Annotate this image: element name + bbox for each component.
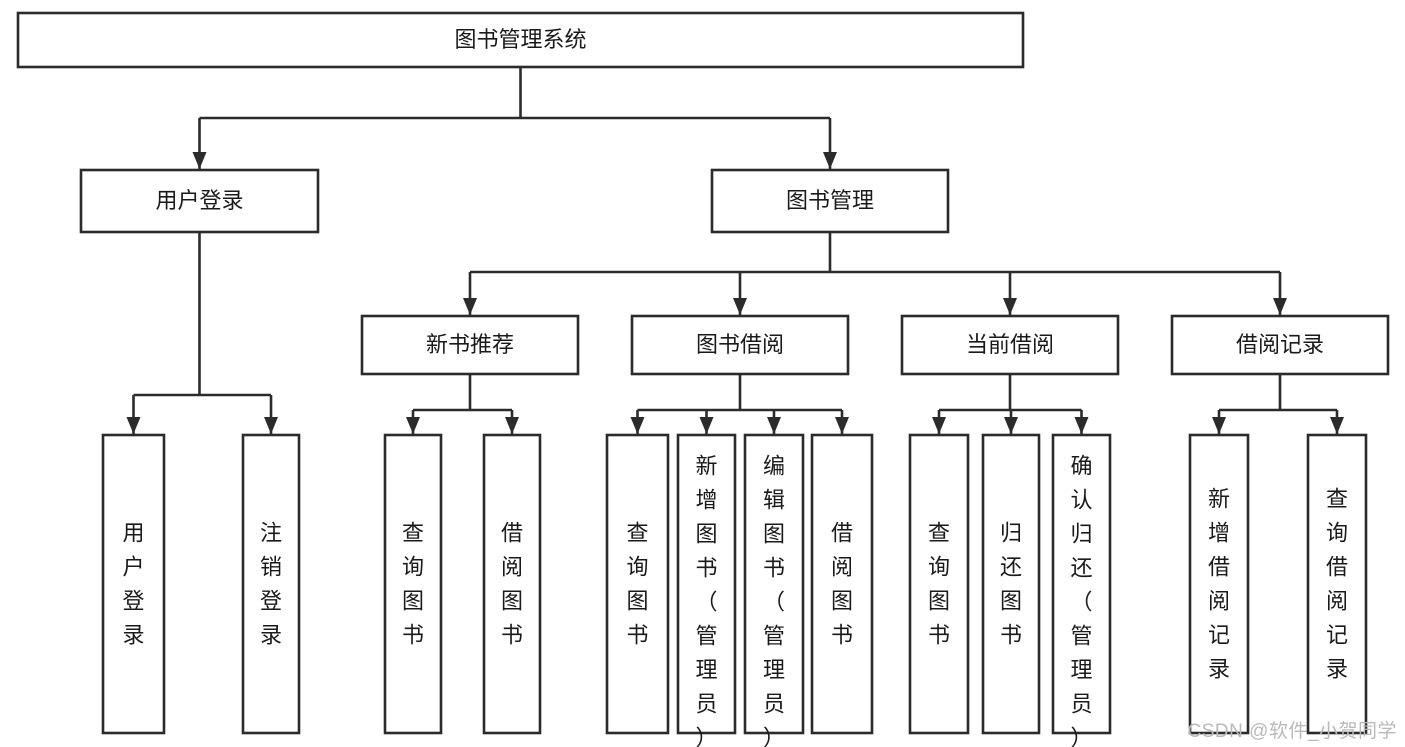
node-leaf-5-box[interactable]	[676, 433, 737, 735]
node-leaf-1[interactable]: 注销登录	[241, 433, 301, 735]
node-level3-1[interactable]: 图书借阅	[630, 314, 850, 376]
node-leaf-8-box[interactable]	[908, 433, 970, 735]
node-leaf-7[interactable]: 借阅图书	[810, 433, 874, 735]
arrow-head-icon	[406, 417, 420, 434]
node-level2-1[interactable]: 图书管理	[710, 168, 950, 234]
node-leaf-4-box[interactable]	[605, 433, 670, 735]
arrow-head-icon	[1273, 298, 1287, 315]
node-leaf-1-label: 注销登录	[260, 520, 282, 647]
node-leaf-12-box[interactable]	[1306, 433, 1368, 735]
node-leaf-5[interactable]: 新增图书（管理员）	[676, 433, 737, 747]
node-level2-0-label: 用户登录	[155, 188, 243, 213]
node-root-label: 图书管理系统	[454, 27, 586, 52]
node-leaf-2-label: 查询图书	[402, 520, 424, 647]
arrow-head-icon	[1074, 417, 1089, 434]
node-leaf-4-label: 查询图书	[626, 520, 648, 647]
node-level3-0-label: 新书推荐	[426, 332, 514, 357]
node-leaf-11[interactable]: 新增借阅记录	[1188, 433, 1250, 735]
node-leaf-3-label: 借阅图书	[501, 520, 523, 647]
node-leaf-7-box[interactable]	[810, 433, 874, 735]
node-leaf-4[interactable]: 查询图书	[605, 433, 670, 735]
node-leaf-7-label: 借阅图书	[831, 520, 853, 647]
node-leaf-2-box[interactable]	[383, 433, 443, 735]
node-leaf-8-label: 查询图书	[928, 520, 950, 647]
node-leaf-5-label: 新增图书（管理员）	[695, 453, 717, 747]
node-leaf-2[interactable]: 查询图书	[383, 433, 443, 735]
arrow-head-icon	[835, 417, 849, 434]
node-leaf-9-box[interactable]	[981, 433, 1041, 735]
node-level2-1-box[interactable]	[710, 168, 950, 234]
node-leaf-0-box[interactable]	[101, 433, 166, 735]
arrow-head-icon	[767, 417, 781, 434]
node-leaf-6[interactable]: 编辑图书（管理员）	[743, 433, 805, 747]
arrow-head-icon	[264, 417, 278, 434]
node-leaf-6-label: 编辑图书（管理员）	[763, 453, 785, 747]
node-level3-1-box[interactable]	[630, 314, 850, 376]
node-root[interactable]: 图书管理系统	[16, 11, 1025, 69]
node-level3-1-label: 图书借阅	[696, 332, 784, 357]
node-leaf-9-label: 归还图书	[1000, 520, 1022, 647]
node-level3-3-label: 借阅记录	[1236, 332, 1324, 357]
arrow-head-icon	[463, 298, 477, 315]
node-level3-2-label: 当前借阅	[966, 332, 1054, 357]
arrow-head-icon	[823, 152, 837, 169]
node-level2-0[interactable]: 用户登录	[79, 168, 320, 234]
node-leaf-0[interactable]: 用户登录	[101, 433, 166, 735]
node-leaf-12[interactable]: 查询借阅记录	[1306, 433, 1368, 735]
arrow-head-icon	[1212, 417, 1226, 434]
arrow-head-icon	[1004, 417, 1018, 434]
connector-layer	[126, 67, 1344, 434]
node-level3-0-box[interactable]	[360, 314, 580, 376]
node-leaf-12-label: 查询借阅记录	[1326, 486, 1348, 681]
arrow-head-icon	[1003, 298, 1017, 315]
arrow-head-icon	[699, 417, 714, 434]
arrow-head-icon	[192, 152, 207, 169]
node-leaf-10-box[interactable]	[1051, 433, 1112, 735]
node-leaf-11-label: 新增借阅记录	[1208, 486, 1230, 681]
node-level3-3[interactable]: 借阅记录	[1170, 314, 1390, 376]
node-leaf-8[interactable]: 查询图书	[908, 433, 970, 735]
node-leaf-10[interactable]: 确认归还（管理员）	[1051, 433, 1112, 747]
node-leaf-3-box[interactable]	[482, 433, 542, 735]
arrow-head-icon	[1330, 417, 1344, 434]
arrow-head-icon	[733, 298, 747, 315]
arrow-head-icon	[932, 417, 946, 434]
node-layer: 图书管理系统用户登录图书管理新书推荐图书借阅当前借阅借阅记录用户登录注销登录查询…	[16, 11, 1390, 747]
node-level3-0[interactable]: 新书推荐	[360, 314, 580, 376]
node-leaf-10-label: 确认归还（管理员）	[1070, 453, 1092, 747]
node-leaf-11-box[interactable]	[1188, 433, 1250, 735]
arrow-head-icon	[126, 417, 141, 434]
node-leaf-1-box[interactable]	[241, 433, 301, 735]
node-level3-3-box[interactable]	[1170, 314, 1390, 376]
arrow-head-icon	[505, 417, 519, 434]
node-leaf-0-label: 用户登录	[122, 520, 144, 647]
node-level3-2-box[interactable]	[900, 314, 1120, 376]
node-leaf-3[interactable]: 借阅图书	[482, 433, 542, 735]
node-level2-0-box[interactable]	[79, 168, 320, 234]
node-leaf-9[interactable]: 归还图书	[981, 433, 1041, 735]
node-level3-2[interactable]: 当前借阅	[900, 314, 1120, 376]
node-leaf-6-box[interactable]	[743, 433, 805, 735]
arrow-head-icon	[630, 417, 645, 434]
node-root-box[interactable]	[16, 11, 1025, 69]
node-level2-1-label: 图书管理	[786, 188, 874, 213]
